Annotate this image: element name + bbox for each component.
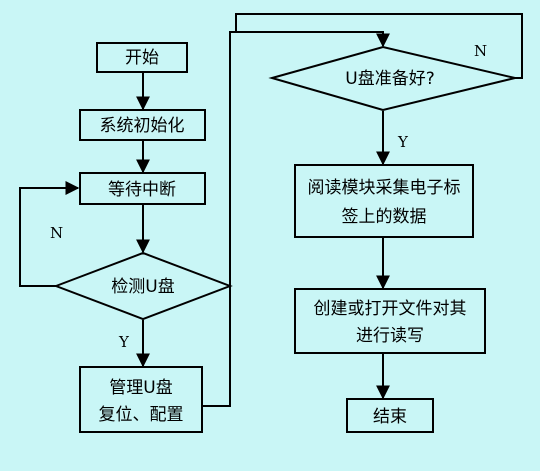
end-node [346,398,434,433]
start-node-label: 开始 [125,48,159,68]
end-node-label: 结束 [373,407,407,427]
loop-detect-no [19,181,80,287]
detect-decision [53,251,233,321]
read-node-label-2: 签上的数据 [342,207,427,227]
start-node [96,42,188,73]
read-node-label-1: 阅读模块采集电子标 [308,178,461,198]
init-node-label: 系统初始化 [100,116,185,136]
detect-no-label: N [50,224,63,242]
wait-node [79,172,206,205]
init-node [79,109,206,141]
write-node-label-1: 创建或打开文件对其 [314,299,467,319]
arrow-manage-to-ready [202,31,390,407]
manage-node [79,366,203,433]
manage-node-label-1: 管理U盘 [109,378,172,398]
detect-decision-label: 检测U盘 [111,277,174,297]
loop-ready-no [235,13,523,79]
ready-decision-label: U盘准备好? [345,69,434,89]
manage-node-label-2: 复位、配置 [99,405,184,425]
write-node [294,288,486,354]
read-node [294,164,474,238]
ready-no-label: N [474,42,487,60]
detect-yes-label: Y [118,333,130,351]
wait-node-label: 等待中断 [108,180,176,200]
ready-yes-label: Y [397,133,409,151]
ready-decision [268,45,516,112]
write-node-label-2: 进行读写 [356,326,424,346]
